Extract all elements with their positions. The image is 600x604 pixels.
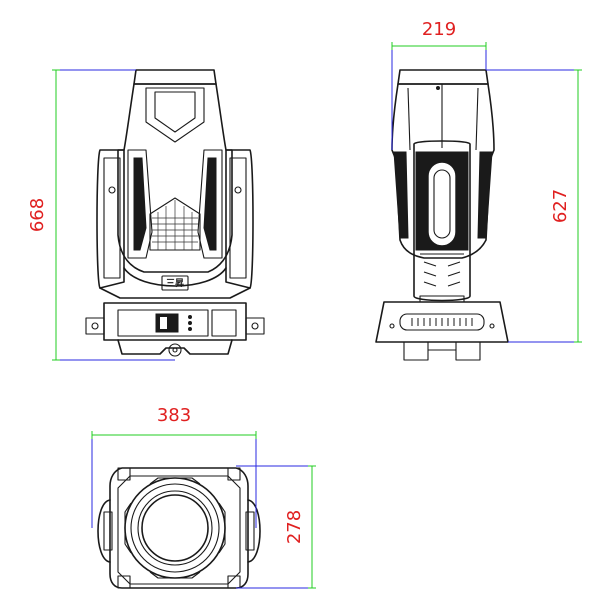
side-height-label: 627	[550, 189, 571, 223]
front-view: 三昇	[85, 69, 265, 357]
top-width-dimension: 383	[91, 405, 257, 528]
top-view	[97, 467, 261, 589]
side-height-dimension: 627	[486, 69, 582, 343]
side-vent-grille	[411, 318, 473, 326]
top-depth-dimension: 278	[236, 465, 316, 589]
front-mesh	[152, 200, 198, 250]
side-width-dimension: 219	[391, 19, 487, 150]
top-width-label: 383	[157, 405, 191, 426]
side-width-label: 219	[422, 19, 456, 40]
brand-badge-text: 三昇	[166, 278, 184, 289]
side-view	[375, 69, 509, 361]
front-height-label: 668	[27, 198, 48, 232]
top-depth-label: 278	[284, 510, 305, 544]
front-height-dimension: 668	[27, 69, 175, 361]
